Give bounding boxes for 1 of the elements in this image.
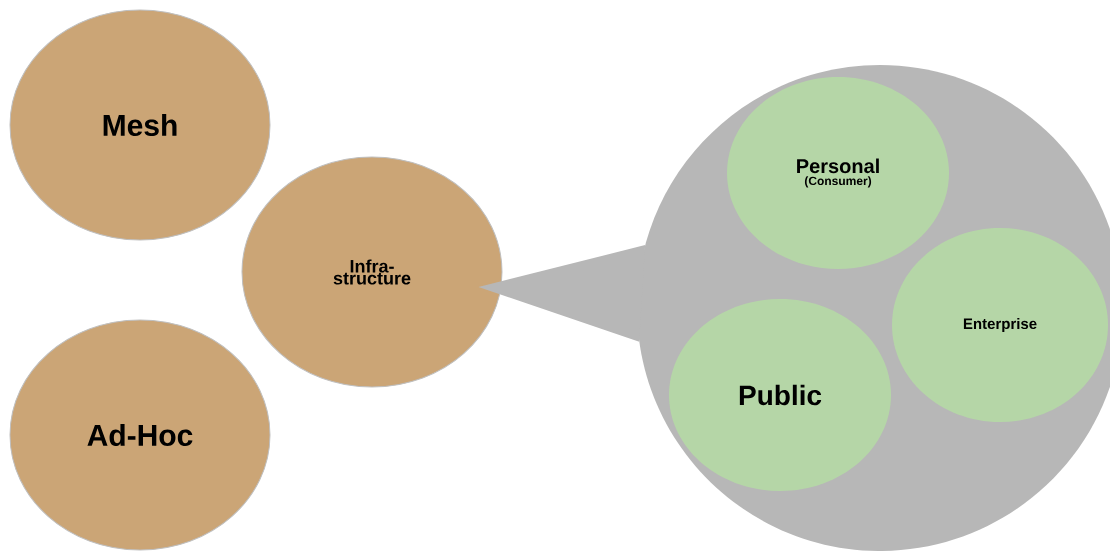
callout-pointer [478,245,646,342]
